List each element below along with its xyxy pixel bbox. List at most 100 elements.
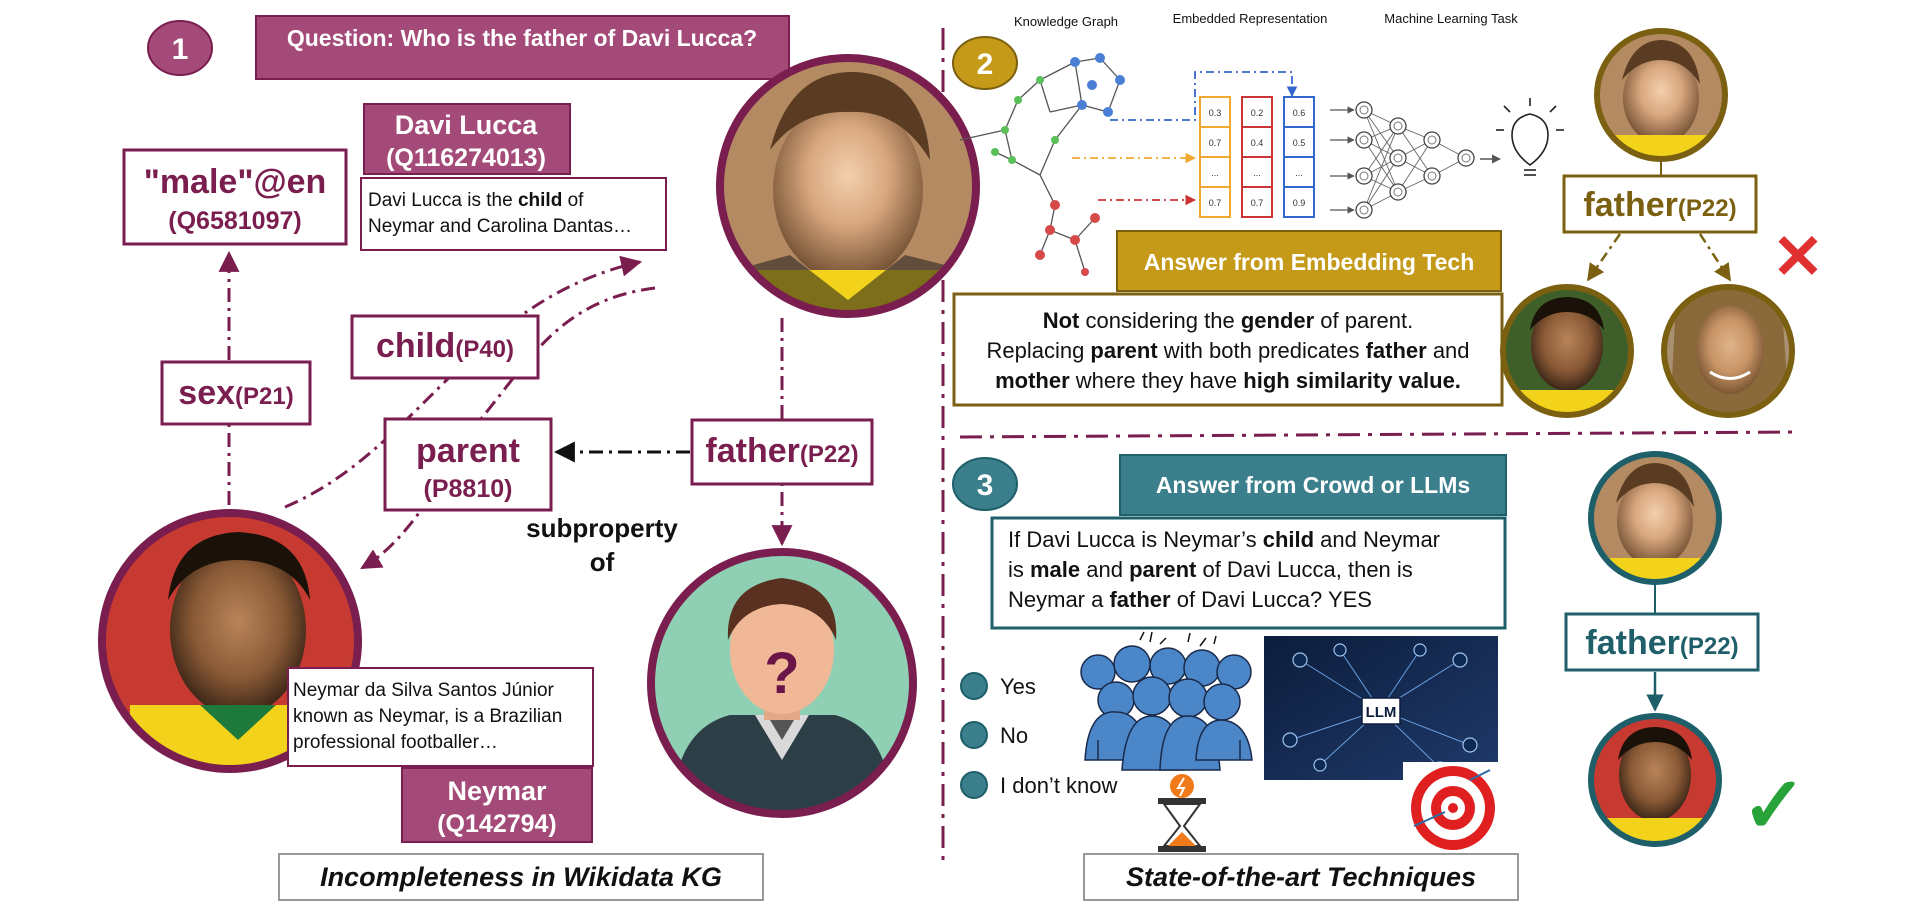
rich-text-segment: child [1263, 527, 1314, 552]
embedding-answer-title-box [1116, 230, 1502, 292]
vector-cell-value: 0.7 [1251, 198, 1264, 208]
section-3-caption: State-of-the-art Techniques [1126, 862, 1476, 892]
ml-task-header: Machine Learning Task [1384, 11, 1518, 26]
vector-cell-value: 0.7 [1209, 198, 1222, 208]
nn-node [1355, 131, 1373, 149]
horizontal-divider [959, 430, 1801, 439]
crowd-noise-marks [1139, 631, 1217, 647]
vector-cell [1241, 186, 1273, 218]
vector-cell-value: 0.6 [1293, 108, 1306, 118]
male-value-box [122, 148, 348, 246]
neymar-name: Neymar [447, 776, 547, 806]
neural-network [1330, 101, 1475, 219]
rich-text-segment: of Davi Lucca? YES [1171, 587, 1372, 612]
crowd-answer-text: If Davi Lucca is Neymar’s child and Neym… [1008, 527, 1440, 612]
rich-text-segment: of Davi Lucca, then is [1196, 557, 1412, 582]
nn-node-inner [1393, 187, 1403, 197]
subproperty-of-word: of [590, 547, 615, 577]
nn-node-inner [1427, 135, 1437, 145]
vector-cell-value: 0.5 [1293, 138, 1306, 148]
boy-photo-small-3 [1588, 451, 1722, 585]
parent-property-pid: (P8810) [424, 475, 513, 503]
vector-cell-value: 0.4 [1251, 138, 1264, 148]
rich-text-segment: of [562, 190, 584, 211]
llm-label: LLM [1366, 704, 1397, 721]
child-property-label: child(P40) [376, 327, 514, 365]
rich-text-segment: parent [1129, 557, 1197, 582]
section-1: 1 Question: Who is the father of Davi Lu… [98, 15, 980, 901]
section-2: 2 Knowledge Graph Embedded Representatio… [952, 11, 1824, 418]
question-box [255, 15, 790, 80]
rich-text-segment: Neymar a [1008, 587, 1109, 612]
neymar-photo-small-2 [1500, 284, 1634, 418]
rich-text-segment: Davi Lucca is the [368, 190, 518, 211]
vector-cell-value: 0.2 [1251, 108, 1264, 118]
crowd-illustration [1080, 645, 1253, 771]
vector-cell-value: 0.3 [1209, 108, 1222, 118]
rich-text-segment: child [518, 190, 562, 211]
nn-edge [1363, 139, 1399, 193]
knowledge-graph-header: Knowledge Graph [1014, 14, 1118, 29]
nn-node [1423, 131, 1441, 149]
father-property-label-2: father(P22) [1583, 186, 1736, 224]
embedding-answer-box [952, 292, 1504, 407]
nn-edge [1363, 125, 1399, 177]
nn-node-inner [1393, 153, 1403, 163]
sex-property-label: sex(P21) [178, 374, 293, 412]
nn-edge [1363, 157, 1399, 211]
rich-text-segment: Neymar and Carolina Dantas… [368, 216, 632, 237]
option-no-radio[interactable] [960, 721, 988, 749]
nn-node [1355, 167, 1373, 185]
vector-cell [1283, 186, 1315, 218]
nn-node [1389, 149, 1407, 167]
parent-property-box [383, 417, 553, 512]
unknown-question-mark: ? [764, 641, 799, 706]
section-3: 3 Answer from Crowd or LLMs If Davi Lucc… [952, 451, 1807, 901]
vector-cell [1241, 126, 1273, 158]
davi-lucca-entity-box [363, 103, 571, 175]
nn-node [1355, 201, 1373, 219]
crowd-answer-box [990, 516, 1507, 630]
embedded-representation-header: Embedded Representation [1173, 11, 1328, 26]
target-icon [1403, 762, 1503, 852]
vector-cell [1283, 126, 1315, 158]
rich-text-segment: high similarity value. [1243, 368, 1461, 393]
parent-edge [360, 286, 656, 570]
embedding-answer-title: Answer from Embedding Tech [1144, 249, 1475, 275]
rich-text-segment: where they have [1070, 368, 1244, 393]
option-yes-radio[interactable] [960, 672, 988, 700]
vector-cell-value: ... [1211, 168, 1219, 178]
rich-text-segment: Not [1043, 308, 1080, 333]
davi-lucca-name: Davi Lucca [395, 110, 539, 140]
father-edge-2b [1698, 233, 1732, 282]
woman-photo-small-2 [1661, 284, 1795, 418]
neymar-entity-box [401, 767, 593, 843]
embedding-vectors: 0.30.7...0.70.20.4...0.70.60.5...0.9 [1199, 96, 1315, 218]
nn-node-inner [1359, 105, 1369, 115]
crowd-answer-title: Answer from Crowd or LLMs [1156, 472, 1470, 498]
vector-cell [1199, 186, 1231, 218]
neymar-photo-small-3 [1588, 713, 1722, 847]
blue-embedding-arrow [1110, 71, 1298, 121]
option-no-label: No [1000, 723, 1028, 748]
option-yes-label: Yes [1000, 674, 1036, 699]
neymar-description-box [287, 667, 594, 767]
father-property-box-3 [1564, 612, 1760, 672]
section-1-caption-box [278, 853, 764, 901]
vector-cell-value: 0.9 [1293, 198, 1306, 208]
correct-check-icon: ✓ [1741, 761, 1806, 849]
mini-knowledge-graph [959, 57, 1121, 273]
father-property-box [690, 418, 874, 486]
davi-lucca-description-box [360, 177, 667, 251]
nn-node [1389, 183, 1407, 201]
nn-node-inner [1359, 205, 1369, 215]
sex-property-box [160, 360, 312, 426]
nn-node [1457, 149, 1475, 167]
section-3-badge [952, 457, 1018, 511]
rich-text-segment: If Davi Lucca is Neymar’s [1008, 527, 1263, 552]
father-property-label: father(P22) [705, 432, 858, 470]
option-dontknow-radio[interactable] [960, 771, 988, 799]
section-1-badge-number: 1 [172, 33, 189, 66]
